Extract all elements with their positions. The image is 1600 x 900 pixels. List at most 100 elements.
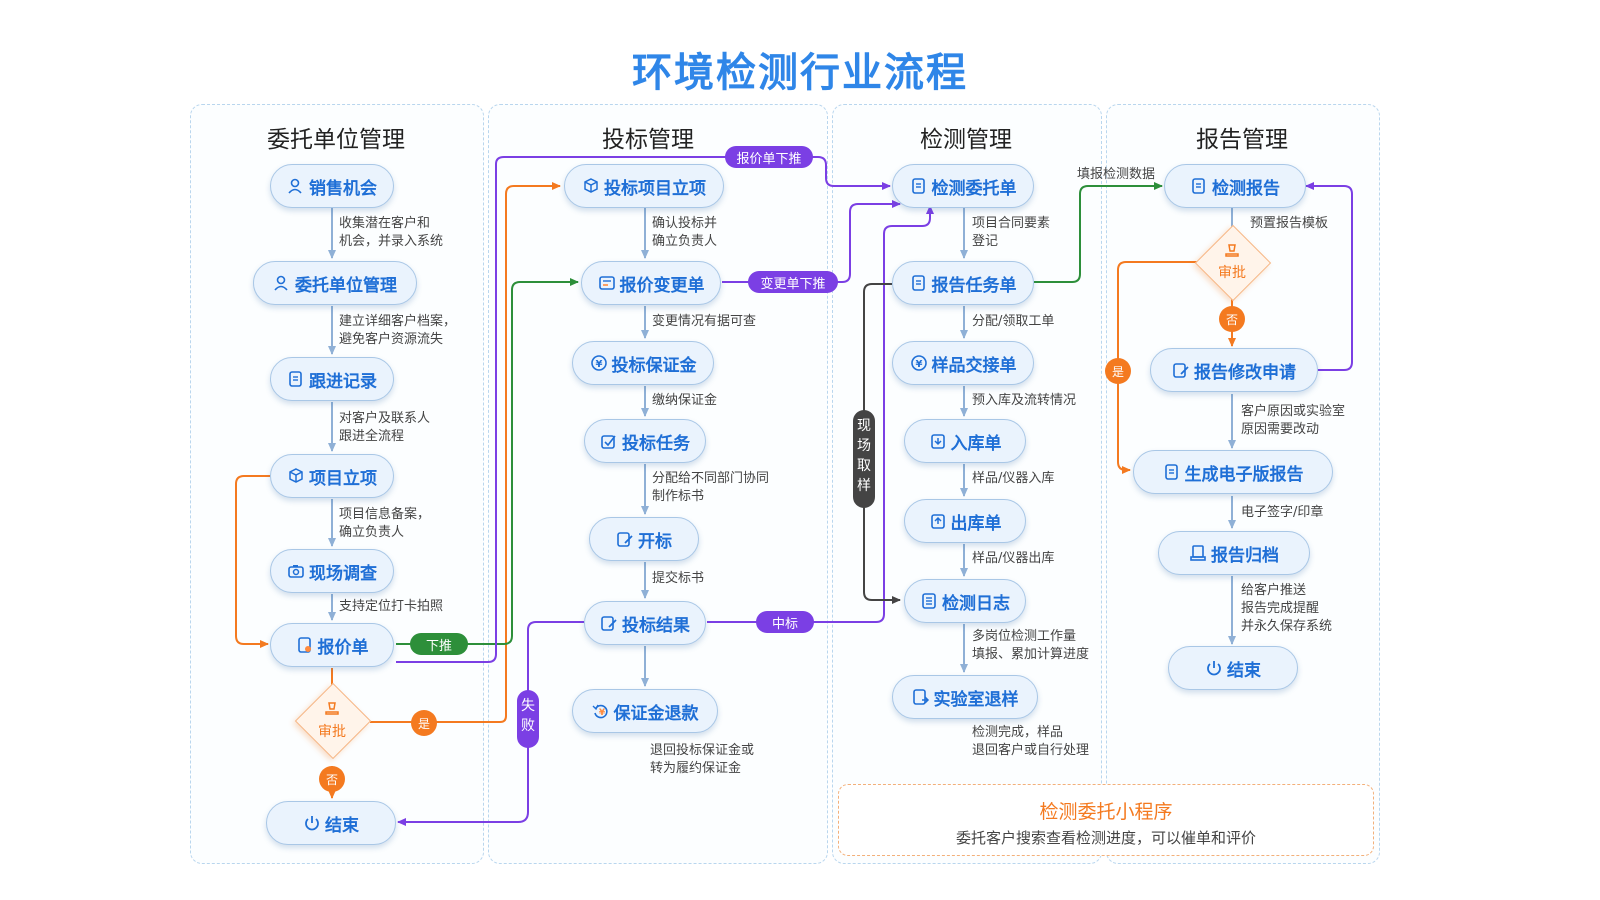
note-refund-2: 转为履约保证金 bbox=[650, 761, 742, 776]
note-assign-2: 制作标书 bbox=[652, 489, 705, 504]
stamp-icon bbox=[1225, 244, 1239, 257]
node-label: 项目立项 bbox=[309, 468, 377, 489]
return-document-icon bbox=[912, 689, 929, 705]
refund-icon: ¥ bbox=[592, 704, 608, 719]
note-change-traceable: 变更情况有据可查 bbox=[652, 314, 757, 329]
note-sample-out: 样品/仪器出库 bbox=[972, 551, 1055, 566]
note-e-signature: 电子签字/印章 bbox=[1241, 505, 1324, 520]
node-client-management[interactable]: 委托单位管理 bbox=[253, 261, 417, 305]
node-label: 报告归档 bbox=[1211, 545, 1279, 566]
note-bid-confirm-1: 确认投标并 bbox=[652, 216, 718, 231]
node-report-modify-request[interactable]: 报告修改申请 bbox=[1150, 348, 1318, 392]
approval-label-2: 审批 bbox=[1218, 265, 1246, 281]
archive-icon bbox=[1190, 545, 1206, 561]
note-push-1: 给客户推送 bbox=[1241, 583, 1307, 598]
node-label: 现场调查 bbox=[309, 563, 377, 584]
mini-program-subtitle: 委托客户搜索查看检测进度，可以催单和评价 bbox=[955, 829, 1256, 847]
node-bid-opening[interactable]: 开标 bbox=[589, 517, 699, 561]
node-quotation-change[interactable]: 报价变更单 bbox=[581, 261, 721, 305]
tag-bid-failed: 失 败 bbox=[517, 690, 539, 748]
node-label: 出库单 bbox=[950, 513, 1002, 534]
node-label: 生成电子版报告 bbox=[1184, 464, 1304, 485]
note-follow-1: 对客户及联系人 bbox=[339, 411, 431, 426]
tag-text: 取 bbox=[857, 458, 871, 474]
note-archive-1: 建立详细客户档案， bbox=[339, 314, 457, 329]
node-generate-e-report[interactable]: 生成电子版报告 bbox=[1133, 450, 1333, 494]
coin-icon: ¥ bbox=[590, 355, 607, 371]
quote-document-icon bbox=[297, 637, 311, 653]
tag-text: 失 bbox=[521, 698, 535, 714]
note-change-reason-2: 原因需要改动 bbox=[1241, 422, 1320, 437]
node-bid-result[interactable]: 投标结果 bbox=[584, 601, 706, 645]
task-icon bbox=[601, 435, 616, 449]
node-label: 实验室退样 bbox=[933, 689, 1019, 710]
node-label: 投标结果 bbox=[622, 615, 690, 636]
node-label: 检测日志 bbox=[942, 593, 1010, 614]
column-title-testing: 检测管理 bbox=[920, 127, 1012, 153]
node-label: 投标任务 bbox=[622, 433, 690, 454]
document-icon bbox=[1164, 464, 1178, 480]
node-follow-up-record[interactable]: 跟进记录 bbox=[270, 357, 394, 401]
node-end-2[interactable]: 结束 bbox=[1168, 646, 1298, 690]
note-assign-order: 分配/领取工单 bbox=[972, 314, 1055, 329]
user-icon bbox=[274, 275, 288, 291]
tag-push-down: 下推 bbox=[410, 633, 468, 655]
tag-onsite-sampling: 现 场 取 样 bbox=[853, 410, 875, 508]
node-bid-deposit[interactable]: ¥ 投标保证金 bbox=[572, 341, 714, 385]
clipboard-out-icon bbox=[930, 514, 945, 529]
svg-text:¥: ¥ bbox=[915, 359, 922, 370]
note-contract-2: 登记 bbox=[972, 234, 999, 249]
node-end-1[interactable]: 结束 bbox=[266, 801, 396, 845]
note-pre-warehouse: 预入库及流转情况 bbox=[972, 393, 1077, 408]
tag-text: 场 bbox=[857, 438, 871, 454]
no-badge-2: 否 bbox=[1219, 306, 1245, 332]
note-pay-deposit: 缴纳保证金 bbox=[652, 393, 718, 408]
note-survey: 支持定位打卡拍照 bbox=[339, 599, 444, 614]
node-label: 保证金退款 bbox=[613, 703, 699, 724]
node-test-commission[interactable]: 检测委托单 bbox=[892, 164, 1034, 208]
node-bid-task[interactable]: 投标任务 bbox=[584, 419, 706, 463]
list-icon bbox=[922, 593, 936, 609]
note-workload-1: 多岗位检测工作量 bbox=[972, 629, 1077, 644]
column-title-client: 委托单位管理 bbox=[267, 127, 405, 153]
node-bid-project[interactable]: 投标项目立项 bbox=[564, 164, 724, 208]
mini-program-title: 检测委托小程序 bbox=[1039, 801, 1173, 823]
approval-label-1: 审批 bbox=[318, 724, 346, 740]
node-label: 报价单 bbox=[317, 637, 369, 658]
note-collect-2: 机会，并录入系统 bbox=[339, 234, 444, 249]
node-warehouse-out[interactable]: 出库单 bbox=[904, 499, 1026, 543]
svg-text:¥: ¥ bbox=[598, 708, 605, 718]
node-deposit-refund[interactable]: ¥ 保证金退款 bbox=[572, 689, 718, 733]
stamp-icon bbox=[325, 702, 339, 715]
column-title-report: 报告管理 bbox=[1196, 127, 1288, 153]
node-quotation[interactable]: 报价单 bbox=[270, 623, 394, 667]
mini-program-box: 检测委托小程序 委托客户搜索查看检测进度，可以催单和评价 bbox=[838, 784, 1374, 856]
node-sales-opportunity[interactable]: 销售机会 bbox=[270, 164, 394, 208]
coin-icon: ¥ bbox=[910, 355, 927, 371]
node-site-survey[interactable]: 现场调查 bbox=[270, 549, 394, 593]
note-push-2: 报告完成提醒 bbox=[1241, 601, 1320, 616]
note-archive-2: 避免客户资源流失 bbox=[339, 332, 444, 347]
node-project-setup[interactable]: 项目立项 bbox=[270, 454, 394, 498]
node-sample-handover[interactable]: ¥ 样品交接单 bbox=[892, 341, 1034, 385]
note-test-done-1: 检测完成，样品 bbox=[972, 725, 1064, 740]
node-label: 跟进记录 bbox=[309, 371, 377, 392]
tag-text: 败 bbox=[521, 718, 535, 734]
svg-text:¥: ¥ bbox=[595, 359, 602, 370]
node-lab-sample-return[interactable]: 实验室退样 bbox=[892, 675, 1038, 719]
note-assign-1: 分配给不同部门协同 bbox=[652, 471, 770, 486]
note-follow-2: 跟进全流程 bbox=[339, 429, 405, 444]
panel-bidding bbox=[488, 104, 828, 864]
node-label: 检测委托单 bbox=[931, 178, 1017, 199]
note-submit-bid: 提交标书 bbox=[652, 571, 705, 586]
node-test-report[interactable]: 检测报告 bbox=[1164, 164, 1306, 208]
node-warehouse-in[interactable]: 入库单 bbox=[904, 419, 1026, 463]
note-collect-1: 收集潜在客户和 bbox=[339, 216, 431, 231]
node-report-task[interactable]: 报告任务单 bbox=[892, 261, 1034, 305]
note-contract-1: 项目合同要素 bbox=[972, 216, 1051, 231]
node-label: 样品交接单 bbox=[931, 355, 1017, 376]
tag-text: 现 bbox=[857, 418, 871, 434]
edit-document-icon bbox=[601, 616, 617, 631]
node-test-log[interactable]: 检测日志 bbox=[904, 579, 1026, 623]
node-report-archive[interactable]: 报告归档 bbox=[1158, 531, 1310, 575]
